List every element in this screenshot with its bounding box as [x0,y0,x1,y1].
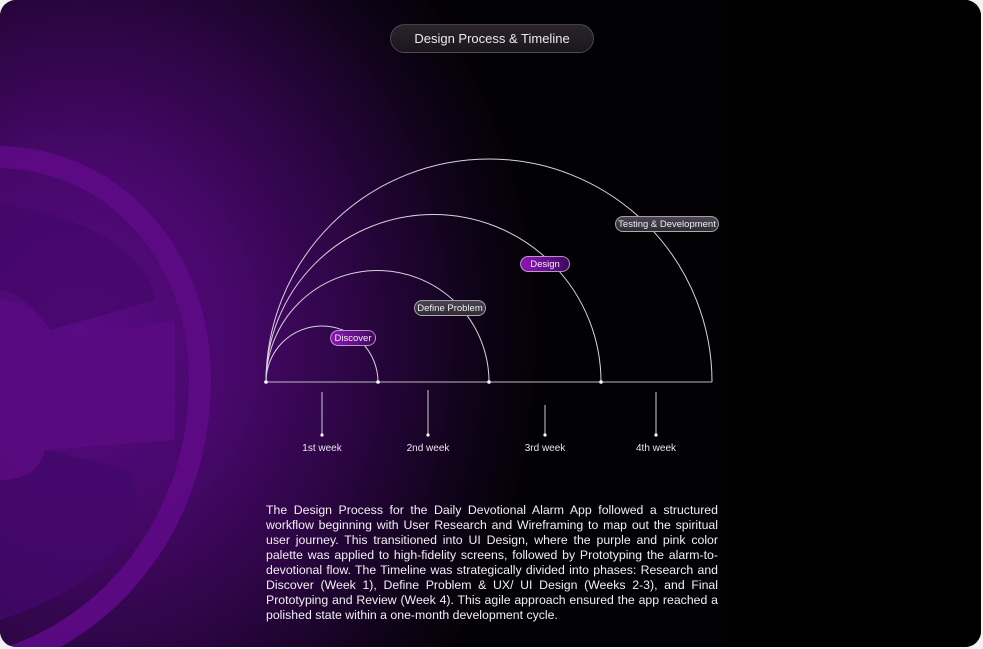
arc-testing [265,158,713,383]
node-week3-end [599,380,603,384]
arc-discover [265,325,379,383]
description-paragraph: The Design Process for the Daily Devotio… [266,503,718,622]
section-title-badge: Design Process & Timeline [390,24,594,53]
node-start [264,380,268,384]
week-label-4: 4th week [635,443,677,454]
arc-define-problem [265,270,490,383]
node-week1-end [376,380,380,384]
decorative-logo-icon [0,146,212,647]
week-label-3: 3rd week [524,443,566,454]
week-label-1: 1st week [302,443,342,454]
arc-design [265,214,602,383]
phase-label-testing-development: Testing & Development [615,216,719,232]
week-label-2: 2nd week [406,443,450,454]
phase-label-design: Design [520,256,570,272]
node-week2-end [487,380,491,384]
side-panel [728,0,981,647]
phase-label-define-problem: Define Problem [414,300,486,316]
phase-label-discover: Discover [330,330,376,346]
